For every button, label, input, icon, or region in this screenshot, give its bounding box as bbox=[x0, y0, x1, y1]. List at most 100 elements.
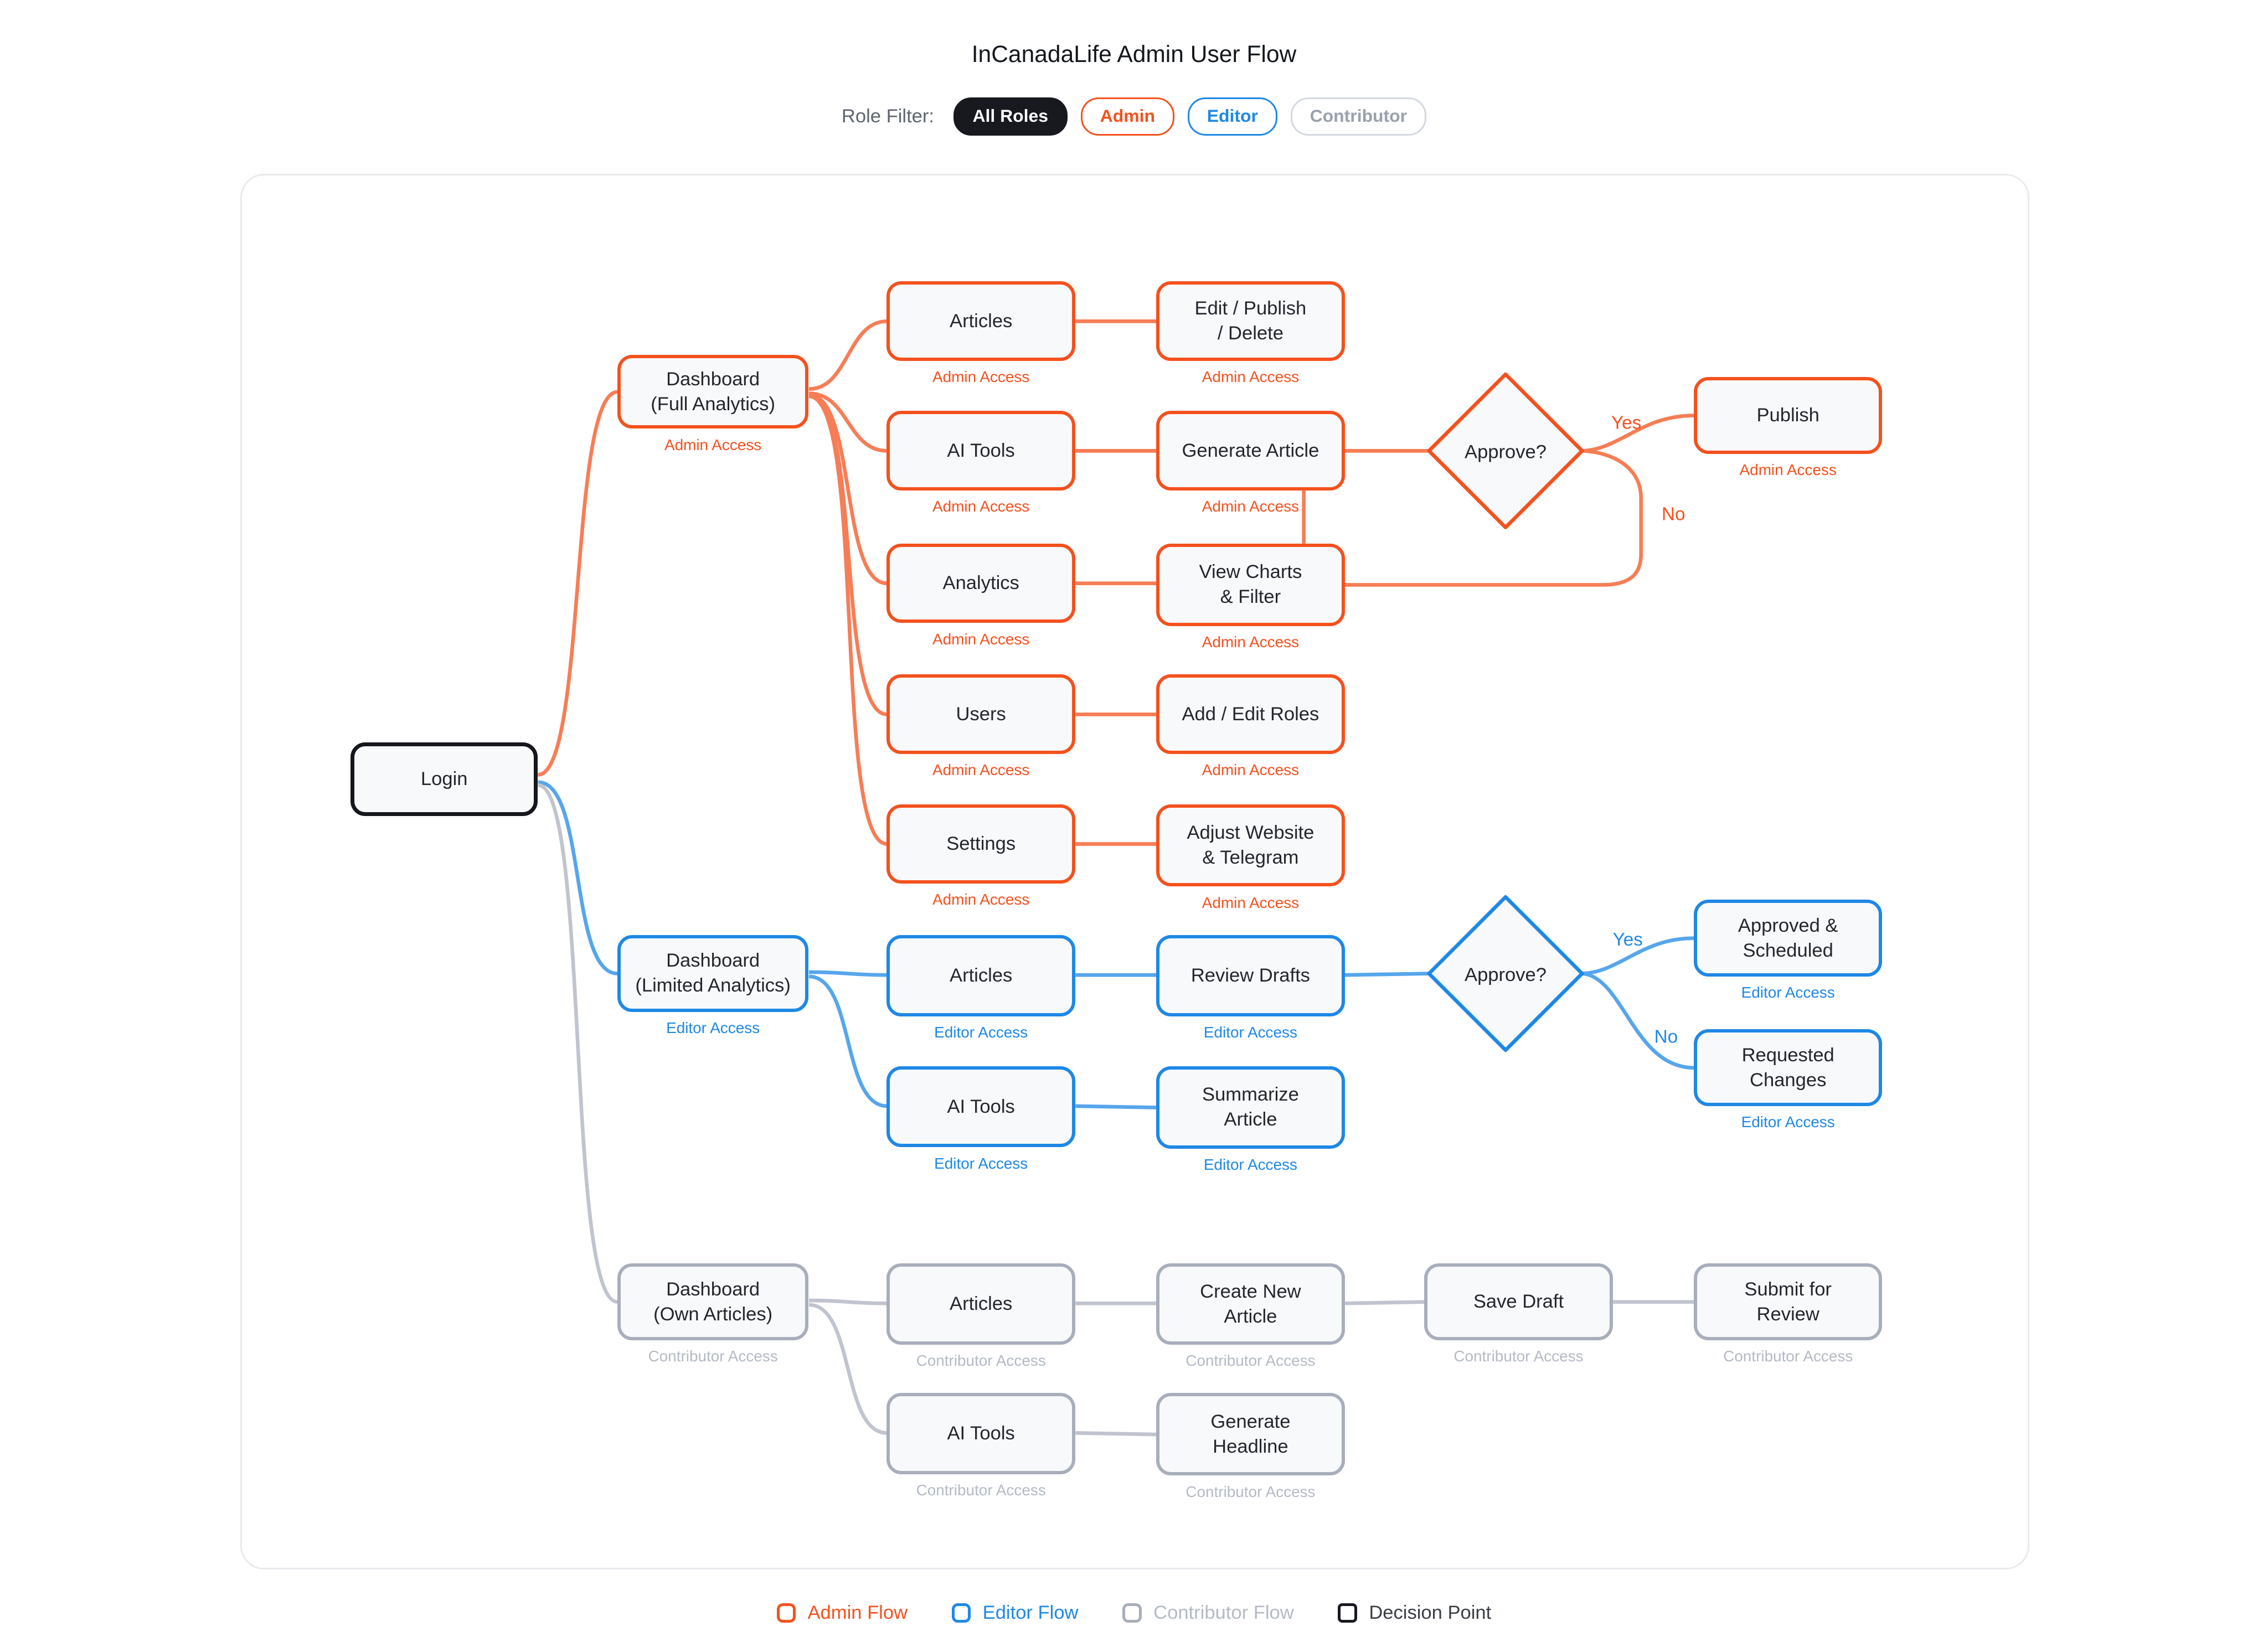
node-articles-contributor-label: Articles bbox=[950, 1293, 1013, 1315]
access-label: Contributor Access bbox=[1723, 1347, 1853, 1365]
node-summarize-article-label: Summarize Article bbox=[1202, 1084, 1299, 1130]
edge-approve-no-requested bbox=[1581, 972, 1694, 1070]
label-admin-yes: Yes bbox=[1611, 412, 1641, 433]
access-label: Admin Access bbox=[1739, 461, 1837, 478]
legend: Admin Flow Editor Flow Contributor Flow … bbox=[0, 1602, 2268, 1624]
node-submit-for-review[interactable]: Submit for Review bbox=[1693, 1263, 1883, 1340]
node-settings-label: Settings bbox=[946, 833, 1016, 854]
label-editor-no: No bbox=[1654, 1026, 1677, 1047]
node-generate-article-label: Generate Article bbox=[1182, 440, 1319, 461]
edge-login-dashboard-admin bbox=[537, 390, 618, 777]
node-generate-article[interactable]: Generate Article bbox=[1156, 411, 1345, 491]
edge-approve-yes-publish bbox=[1581, 414, 1694, 453]
node-edit-publish-delete[interactable]: Edit / Publish / Delete bbox=[1156, 281, 1345, 361]
node-dashboard-own-articles[interactable]: Dashboard (Own Articles) bbox=[617, 1263, 809, 1340]
node-approved-scheduled-label: Approved & Scheduled bbox=[1738, 915, 1838, 961]
admin-flow-swatch-icon bbox=[776, 1603, 796, 1623]
node-publish[interactable]: Publish bbox=[1693, 377, 1883, 454]
access-label: Admin Access bbox=[932, 761, 1030, 779]
node-requested-changes[interactable]: Requested Changes bbox=[1693, 1029, 1883, 1106]
access-label: Admin Access bbox=[1202, 894, 1300, 911]
node-generate-headline-label: Generate Headline bbox=[1210, 1411, 1291, 1457]
node-dashboard-full-analytics[interactable]: Dashboard (Full Analytics) bbox=[617, 355, 809, 429]
edge-dashboard-settings bbox=[808, 394, 888, 846]
access-label: Contributor Access bbox=[916, 1351, 1046, 1369]
edge-dashboard-articles-admin bbox=[808, 319, 887, 391]
access-label: Editor Access bbox=[934, 1023, 1028, 1041]
filter-contributor-button[interactable]: Contributor bbox=[1290, 97, 1426, 136]
node-articles-contributor[interactable]: Articles bbox=[886, 1263, 1075, 1345]
filter-all-roles-button[interactable]: All Roles bbox=[953, 97, 1068, 136]
filter-admin-button[interactable]: Admin bbox=[1080, 97, 1174, 136]
node-summarize-article[interactable]: Summarize Article bbox=[1156, 1066, 1345, 1149]
edge-dashboard-analytics bbox=[808, 393, 887, 585]
legend-label: Decision Point bbox=[1369, 1602, 1492, 1623]
node-adjust-website-telegram-label: Adjust Website & Telegram bbox=[1187, 822, 1315, 868]
label-editor-yes: Yes bbox=[1612, 930, 1642, 950]
node-view-charts-filter[interactable]: View Charts & Filter bbox=[1156, 543, 1345, 626]
legend-item-editor-flow: Editor Flow bbox=[951, 1602, 1079, 1624]
role-filter-bar: Role Filter: All Roles Admin Editor Cont… bbox=[0, 97, 2268, 136]
node-ai-tools-contributor-label: AI Tools bbox=[947, 1423, 1015, 1444]
access-label: Editor Access bbox=[934, 1154, 1028, 1172]
node-dashboard-limited-analytics[interactable]: Dashboard (Limited Analytics) bbox=[617, 935, 809, 1012]
access-label: Admin Access bbox=[1202, 633, 1300, 650]
legend-item-decision-point: Decision Point bbox=[1338, 1602, 1491, 1624]
flow-canvas: Approve? Approve? Yes No Yes No Login Da… bbox=[240, 173, 2030, 1570]
access-label: Contributor Access bbox=[1185, 1483, 1316, 1500]
node-login[interactable]: Login bbox=[350, 742, 538, 816]
node-view-charts-filter-label: View Charts & Filter bbox=[1199, 561, 1302, 608]
node-ai-tools-contributor[interactable]: AI Tools bbox=[886, 1393, 1075, 1474]
edge-approve-no-viewcharts bbox=[1344, 448, 1643, 587]
access-label: Contributor Access bbox=[1453, 1347, 1584, 1365]
access-label: Editor Access bbox=[1741, 1113, 1835, 1131]
node-dashboard-full-analytics-label: Dashboard (Full Analytics) bbox=[651, 368, 775, 415]
access-label: Admin Access bbox=[932, 368, 1030, 386]
access-label: Editor Access bbox=[666, 1019, 760, 1036]
node-save-draft[interactable]: Save Draft bbox=[1424, 1263, 1613, 1340]
edge-aitools-summarize bbox=[1075, 1104, 1157, 1109]
access-label: Contributor Access bbox=[1185, 1351, 1316, 1369]
edge-dashboard-articles-contrib bbox=[808, 1298, 887, 1305]
node-login-label: Login bbox=[420, 768, 468, 789]
node-ai-tools-admin[interactable]: AI Tools bbox=[886, 411, 1075, 491]
node-adjust-website-telegram[interactable]: Adjust Website & Telegram bbox=[1156, 804, 1345, 887]
node-review-drafts[interactable]: Review Drafts bbox=[1156, 935, 1345, 1016]
filter-editor-button[interactable]: Editor bbox=[1187, 97, 1277, 136]
node-create-new-article[interactable]: Create New Article bbox=[1156, 1263, 1345, 1345]
node-ai-tools-editor[interactable]: AI Tools bbox=[886, 1066, 1075, 1148]
edge-createnew-savedraft bbox=[1344, 1300, 1425, 1305]
node-settings[interactable]: Settings bbox=[886, 804, 1075, 884]
edge-login-dashboard-editor bbox=[537, 780, 618, 975]
decision-approve-editor-label: Approve? bbox=[1465, 964, 1547, 985]
node-dashboard-own-articles-label: Dashboard (Own Articles) bbox=[653, 1278, 773, 1325]
role-filter-label: Role Filter: bbox=[841, 105, 935, 127]
node-articles-editor[interactable]: Articles bbox=[886, 935, 1075, 1016]
access-label: Admin Access bbox=[1202, 368, 1300, 386]
edge-approve-yes-scheduled bbox=[1581, 936, 1694, 975]
page-title: InCanadaLife Admin User Flow bbox=[971, 41, 1297, 68]
node-approved-scheduled[interactable]: Approved & Scheduled bbox=[1693, 900, 1883, 977]
node-add-edit-roles[interactable]: Add / Edit Roles bbox=[1156, 674, 1345, 755]
decision-approve-editor[interactable] bbox=[1426, 895, 1584, 1052]
node-analytics[interactable]: Analytics bbox=[886, 543, 1075, 623]
legend-label: Admin Flow bbox=[807, 1602, 908, 1623]
node-save-draft-label: Save Draft bbox=[1473, 1291, 1564, 1313]
contributor-flow-swatch-icon bbox=[1122, 1603, 1142, 1623]
node-users[interactable]: Users bbox=[886, 674, 1075, 755]
access-label: Admin Access bbox=[1202, 761, 1300, 779]
node-ai-tools-editor-label: AI Tools bbox=[947, 1096, 1015, 1117]
node-articles-admin[interactable]: Articles bbox=[886, 281, 1075, 361]
edge-dashboard-aitools-contrib bbox=[808, 1303, 887, 1435]
edge-reviewdrafts-approve bbox=[1344, 972, 1429, 977]
node-generate-headline[interactable]: Generate Headline bbox=[1156, 1393, 1345, 1476]
node-articles-admin-label: Articles bbox=[950, 310, 1013, 332]
node-analytics-label: Analytics bbox=[942, 572, 1019, 594]
access-label: Admin Access bbox=[1202, 498, 1300, 515]
edge-dashboard-aitools-editor bbox=[808, 974, 887, 1108]
decision-approve-admin[interactable] bbox=[1426, 372, 1584, 529]
edge-dashboard-articles-editor bbox=[808, 970, 887, 977]
node-edit-publish-delete-label: Edit / Publish / Delete bbox=[1194, 298, 1307, 344]
node-requested-changes-label: Requested Changes bbox=[1741, 1044, 1834, 1091]
